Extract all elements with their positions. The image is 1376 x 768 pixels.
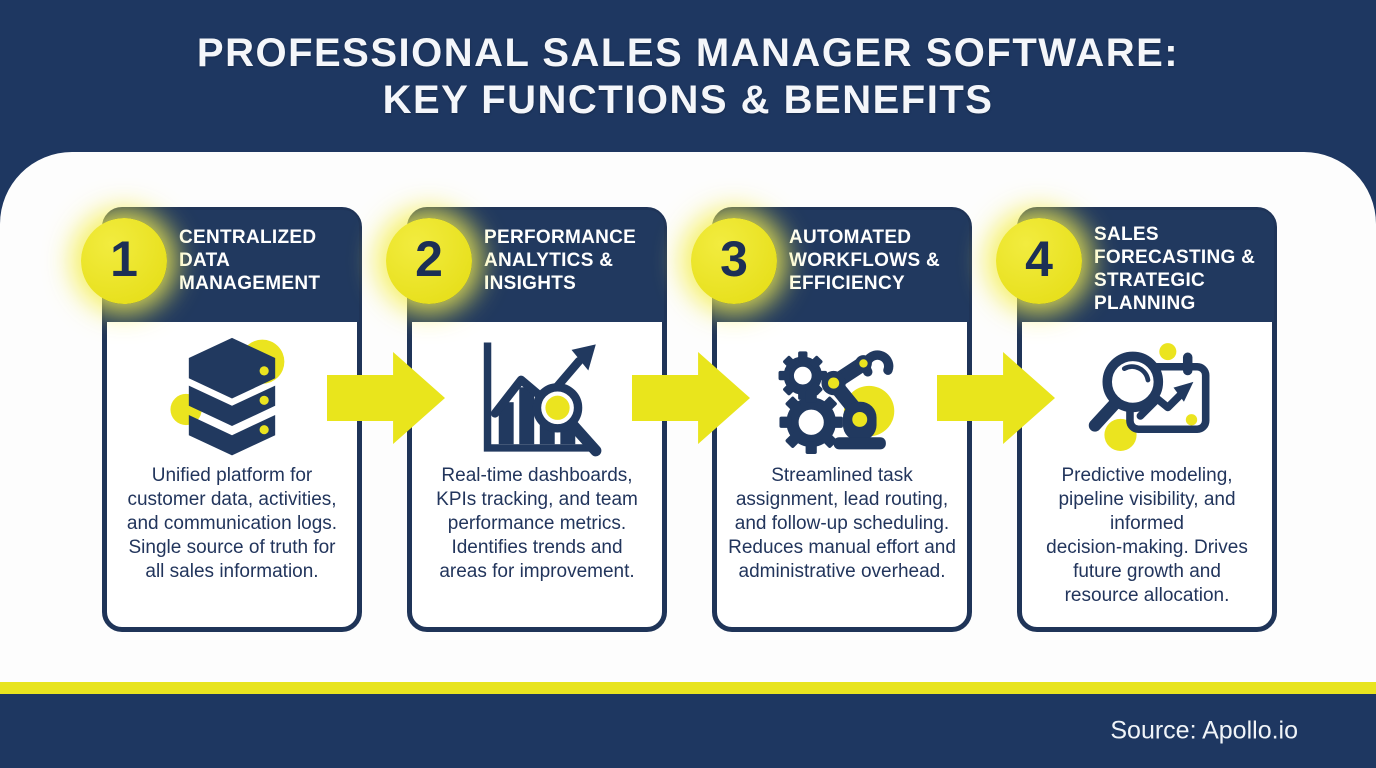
card-description: Real-time dashboards, KPIs tracking, and… — [436, 465, 638, 582]
page-title: PROFESSIONAL SALES MANAGER SOFTWARE: KEY… — [196, 31, 1180, 122]
source-attribution: Source: Apollo.io — [1110, 716, 1298, 745]
card-description: Predictive modeling, pipeline visibility… — [1046, 465, 1248, 606]
accent-stripe — [0, 682, 1376, 694]
card-centralized-data-management: CENTRALIZED DATA MANAGEMENT 1 Unified pl… — [81, 207, 362, 632]
step-number-badge: 2 — [386, 218, 472, 304]
card-description: Unified platform for customer data, acti… — [126, 465, 338, 582]
title-band: PROFESSIONAL SALES MANAGER SOFTWARE: KEY… — [0, 0, 1376, 152]
step-number-badge: 1 — [81, 218, 167, 304]
card-description: Streamlined task assignment, lead routin… — [728, 465, 956, 582]
card-automated-workflows: AUTOMATED WORKFLOWS & EFFICIENCY 3 — [691, 207, 972, 632]
step-number-badge: 4 — [996, 218, 1082, 304]
magnifier-forecast-board-icon — [1022, 328, 1272, 468]
footer-band: Source: Apollo.io — [0, 694, 1376, 768]
card-sales-forecasting: SALES FORECASTING & STRATEGIC PLANNING 4… — [996, 207, 1277, 632]
step-number-badge: 3 — [691, 218, 777, 304]
gears-robot-arm-icon — [717, 328, 967, 468]
card-performance-analytics: PERFORMANCE ANALYTICS & INSIGHTS 2 Real-… — [386, 207, 667, 632]
analytics-chart-magnifier-icon — [412, 328, 662, 468]
database-stack-icon — [107, 328, 357, 468]
